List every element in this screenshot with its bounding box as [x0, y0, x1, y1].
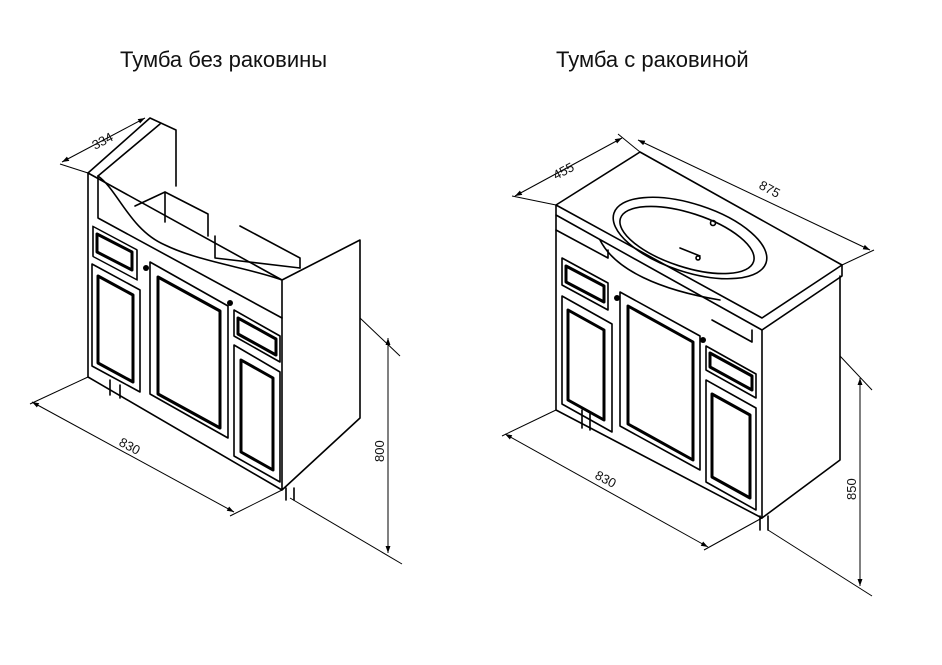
title-cabinet-with-sink: Тумба с раковиной [556, 47, 749, 72]
dim-line-830-left [31, 401, 235, 513]
left-top-cutout [97, 175, 283, 281]
left-door-2 [239, 358, 275, 472]
left-drawer-1 [95, 232, 134, 272]
dim-label-455: 455 [550, 159, 576, 182]
right-door-1 [566, 308, 606, 422]
dim-label-800: 800 [372, 440, 387, 462]
right-countertop [555, 151, 843, 319]
title-cabinet-without-sink: Тумба без раковины [120, 47, 328, 72]
right-drawer-1 [564, 264, 606, 304]
right-door-center [626, 304, 695, 462]
dim-line-830-right [504, 433, 709, 548]
cabinet-with-sink: 455 875 830 850 [501, 133, 875, 597]
dim-label-830-left: 830 [117, 434, 143, 457]
dim-line-334 [61, 117, 146, 163]
right-door-2 [710, 392, 752, 500]
right-drawer-2 [708, 351, 754, 392]
left-drawer-2 [236, 316, 278, 357]
dim-line-875 [637, 139, 871, 251]
cabinet-without-sink: 334 830 800 [29, 117, 403, 565]
dim-label-875: 875 [757, 177, 783, 200]
left-door-1 [96, 274, 135, 384]
left-door-center [156, 275, 222, 430]
dim-label-334: 334 [89, 129, 115, 152]
dim-label-830-right: 830 [593, 467, 619, 490]
dim-label-850: 850 [844, 478, 859, 500]
dim-line-455 [514, 137, 623, 197]
